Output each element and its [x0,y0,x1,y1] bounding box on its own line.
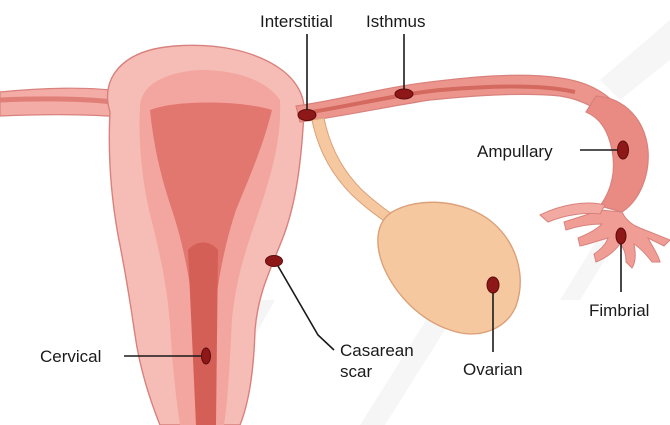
interstitial-label: Interstitial [260,12,333,31]
fimbrial-label: Fimbrial [589,301,649,320]
tube-isthmus-segment [296,75,620,124]
casarean-leader [278,266,334,350]
ovarian-label: Ovarian [463,360,523,379]
isthmus-label: Isthmus [366,12,426,31]
cervical-site [202,348,211,364]
cervical-label: Cervical [40,347,101,366]
tube-ampulla [586,96,648,212]
fimbrial-site [616,228,626,244]
ovarian-site [487,277,499,293]
uterus [108,45,305,425]
casarean-scar-site [266,256,283,267]
ampullary-label: Ampullary [477,142,553,161]
casarean-label-line2: scar [340,362,372,381]
isthmus-site [395,89,413,99]
interstitial-site [298,110,316,121]
ampullary-site [618,141,629,159]
ovary [378,202,520,334]
casarean-label-line1: Casarean [340,341,414,360]
